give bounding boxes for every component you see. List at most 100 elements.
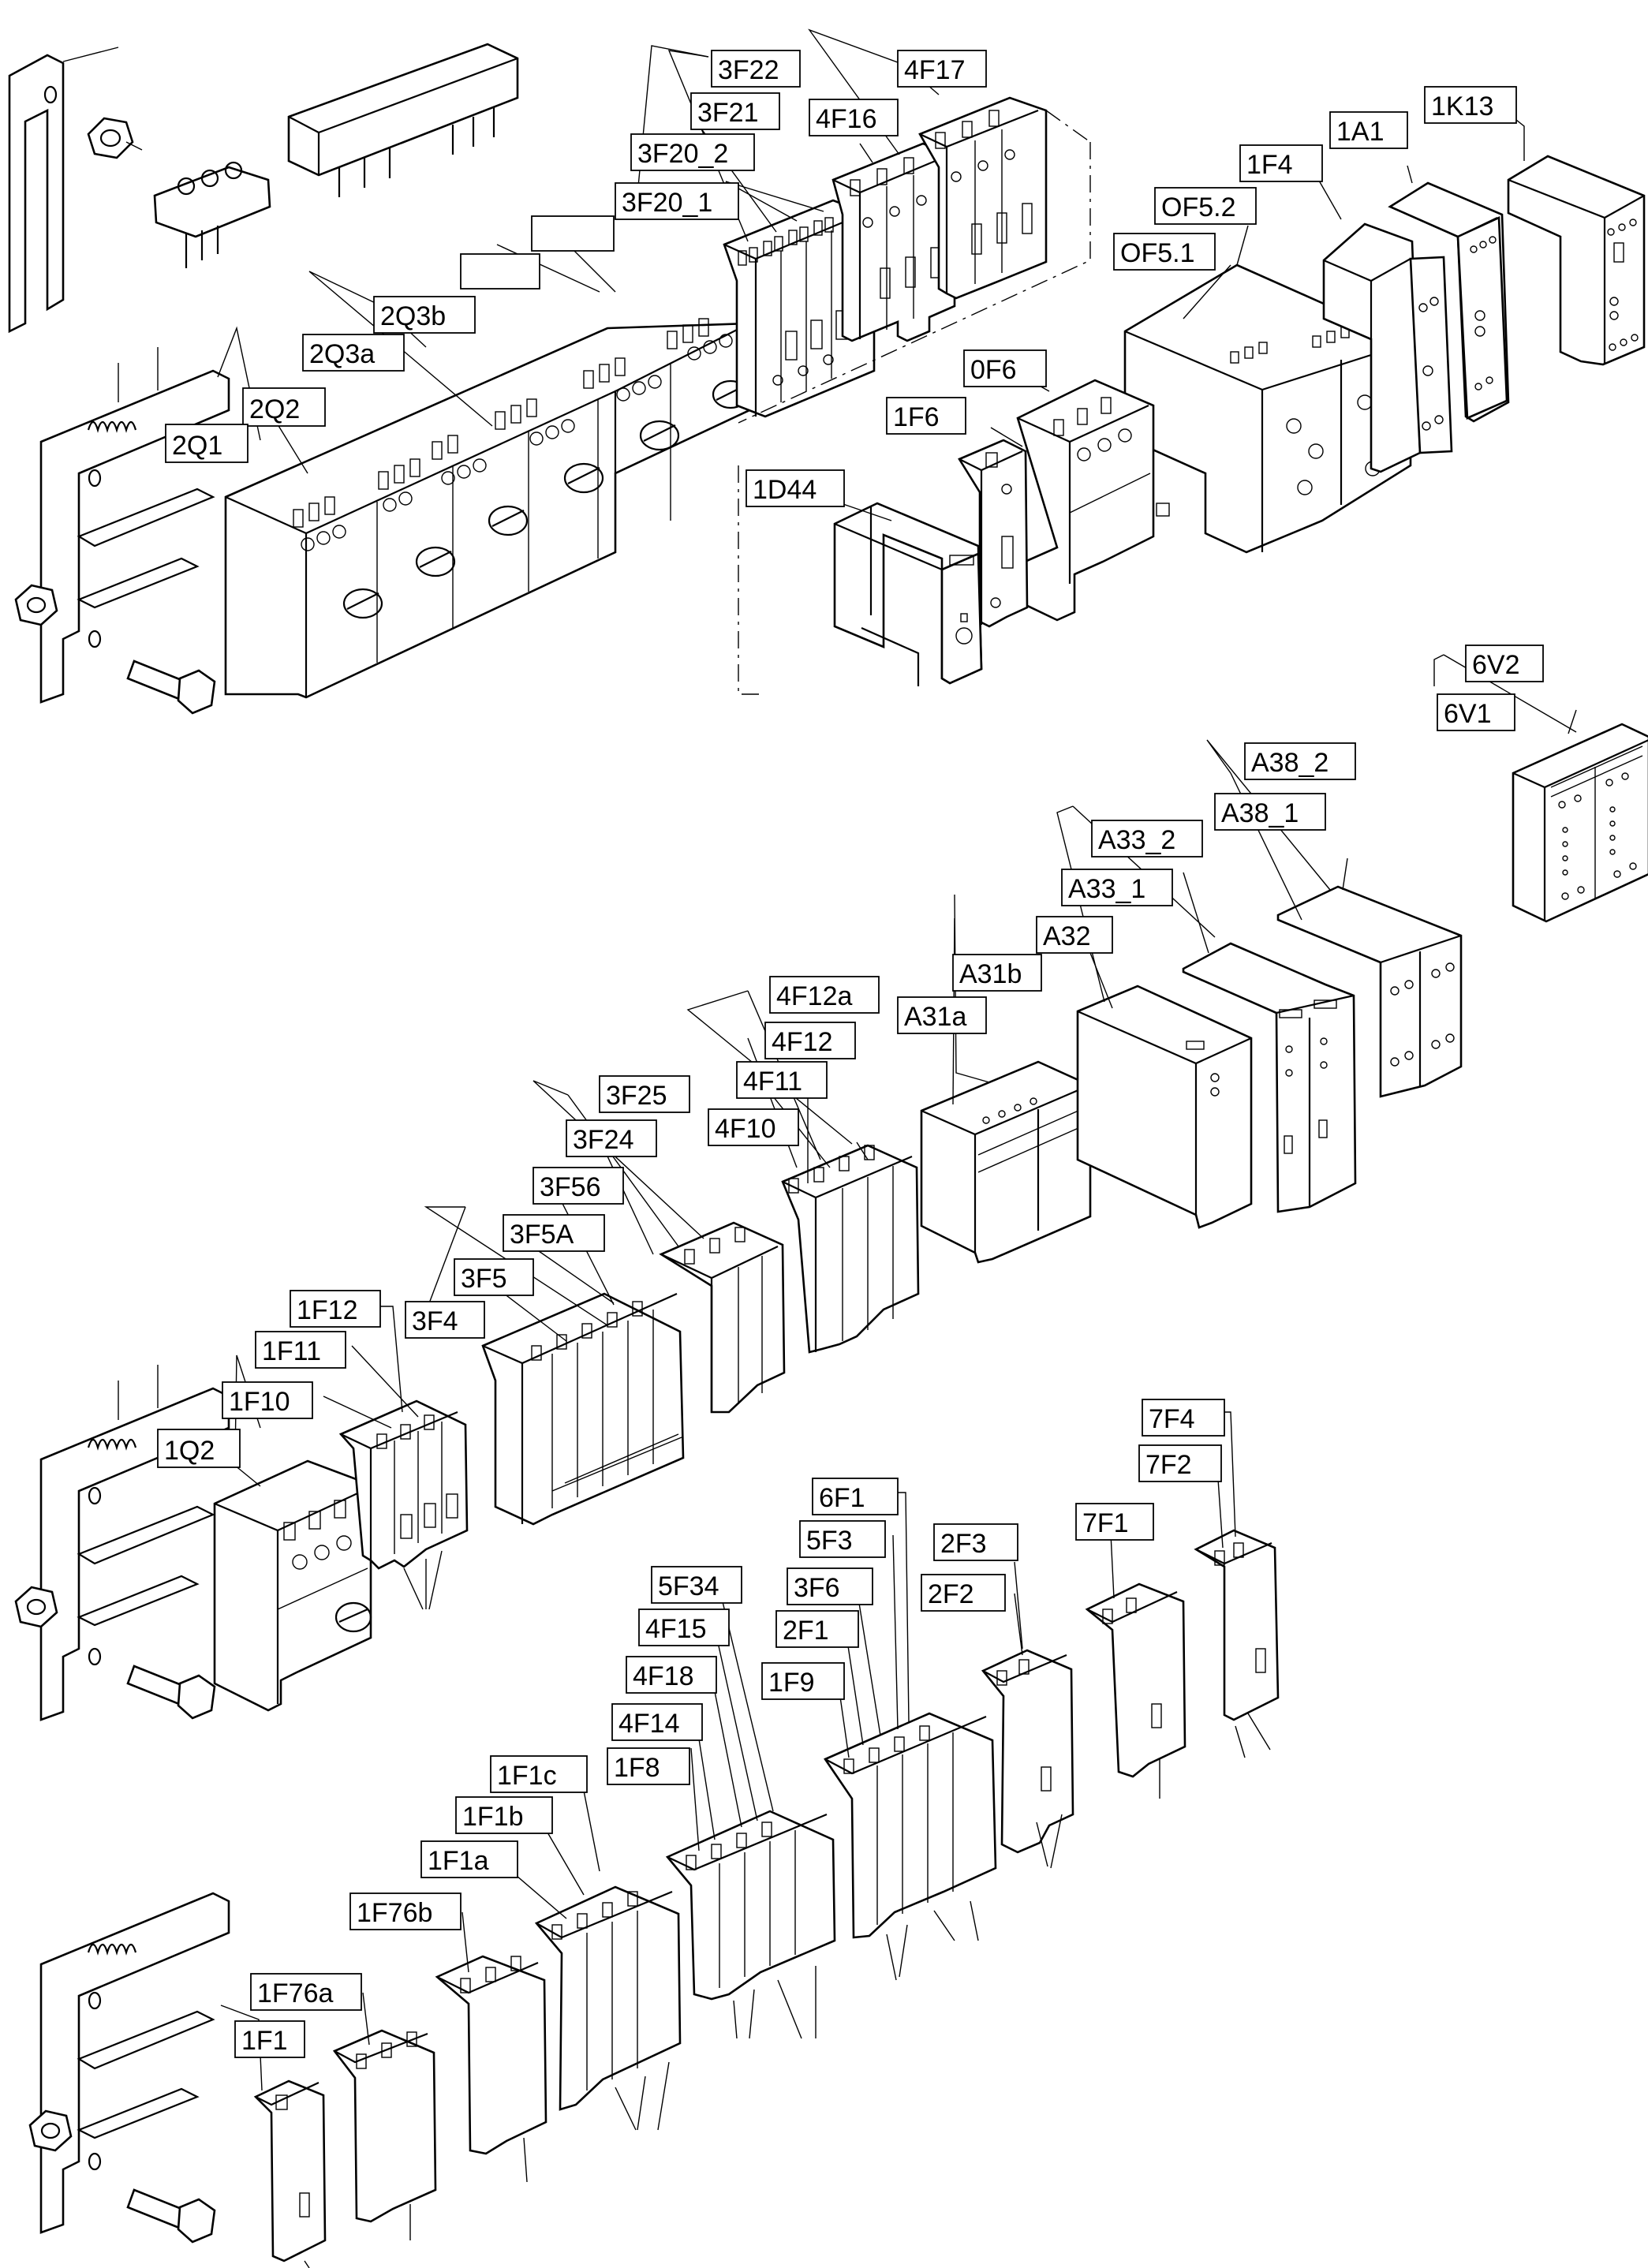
label-3F56-text: 3F56 (540, 1172, 601, 1202)
label-2Q1-text: 2Q1 (172, 431, 222, 461)
label-1D44-text: 1D44 (753, 475, 817, 505)
label-1F12-text: 1F12 (297, 1295, 358, 1325)
label-2F1-text: 2F1 (783, 1616, 829, 1646)
label-4F12a: 4F12a (769, 976, 880, 1014)
label-4F10-text: 4F10 (715, 1114, 776, 1144)
label-3F4: 3F4 (405, 1301, 485, 1339)
label-3F5A-text: 3F5A (510, 1220, 574, 1250)
mcb-1f76a (332, 2029, 437, 2223)
mcb-group-1f10-1f12 (338, 1399, 469, 1570)
label-2F3: 2F3 (933, 1523, 1018, 1561)
label-3F25-text: 3F25 (606, 1081, 667, 1111)
label-A38_1: A38_1 (1214, 793, 1326, 831)
mcb-group-3f20-3f22 (723, 199, 876, 418)
label-1A1-text: 1A1 (1336, 117, 1385, 147)
label-A32-text: A32 (1043, 921, 1091, 951)
din-rail-row3 (39, 1892, 230, 2234)
label-3F4-text: 3F4 (412, 1306, 458, 1336)
label-2Q2-text: 2Q2 (249, 394, 300, 424)
label-6V1-text: 6V1 (1444, 699, 1492, 729)
breaker-1q2 (213, 1459, 372, 1712)
label-A31b-text: A31b (959, 959, 1022, 989)
label-1K13: 1K13 (1424, 86, 1517, 124)
label-0F6: 0F6 (963, 349, 1047, 387)
label-1F8: 1F8 (607, 1747, 690, 1785)
label-1F6: 1F6 (886, 397, 966, 435)
label-7F4-text: 7F4 (1149, 1404, 1195, 1434)
label-1F10: 1F10 (222, 1381, 313, 1419)
mcb-group-7f2-7f4 (1194, 1529, 1280, 1721)
module-1f6 (958, 439, 1029, 628)
label-1F9-text: 1F9 (768, 1668, 815, 1698)
bolt-row3 (126, 2188, 216, 2244)
label-1Q2: 1Q2 (157, 1429, 241, 1468)
label-1F12: 1F12 (290, 1290, 381, 1328)
label-6F1-text: 6F1 (819, 1483, 865, 1513)
label-0F6-text: 0F6 (970, 355, 1017, 385)
label-7F4: 7F4 (1142, 1399, 1225, 1437)
module-a38 (1276, 885, 1463, 1098)
label-4F15: 4F15 (638, 1609, 730, 1646)
bolt-row2 (126, 1665, 216, 1720)
label-7F1: 7F1 (1075, 1503, 1154, 1541)
label-1A1: 1A1 (1329, 111, 1408, 149)
label-1F1a: 1F1a (420, 1840, 518, 1878)
label-4F18-text: 4F18 (633, 1661, 694, 1691)
label-4F10: 4F10 (708, 1108, 799, 1146)
label-5F3: 5F3 (799, 1520, 886, 1558)
nut-row1 (14, 584, 58, 626)
label-1F76b: 1F76b (349, 1892, 462, 1930)
label-1F4: 1F4 (1239, 144, 1323, 182)
label-A33_2: A33_2 (1091, 820, 1203, 858)
din-rail-row2 (39, 1365, 230, 1721)
label-2F3-text: 2F3 (940, 1529, 987, 1559)
blank-label-1 (531, 215, 615, 252)
label-3F21: 3F21 (690, 92, 780, 130)
label-3F56: 3F56 (533, 1167, 624, 1205)
module-0f6 (1016, 379, 1170, 622)
label-2Q1: 2Q1 (165, 424, 249, 463)
label-1F11-text: 1F11 (262, 1336, 321, 1366)
label-2Q3b: 2Q3b (373, 296, 476, 334)
mcb-group-3f24-3f56 (659, 1221, 786, 1414)
mcb-group-1f9-6f1 (824, 1712, 997, 1939)
label-4F17-text: 4F17 (904, 55, 966, 85)
label-1F1a-text: 1F1a (428, 1846, 489, 1876)
label-3F20_2-text: 3F20_2 (637, 139, 728, 169)
label-3F5A: 3F5A (503, 1214, 605, 1252)
label-A31a: A31a (897, 996, 987, 1034)
label-OF5_2: OF5.2 (1154, 187, 1257, 225)
label-7F2: 7F2 (1138, 1444, 1222, 1482)
label-1D44: 1D44 (746, 469, 845, 507)
mcb-group-1f1a-1f1c (534, 1885, 682, 2111)
terminal-block-top (153, 161, 271, 268)
label-A33_1-text: A33_1 (1068, 874, 1145, 904)
label-1F1: 1F1 (234, 2020, 305, 2058)
label-5F34-text: 5F34 (658, 1571, 719, 1601)
label-3F6: 3F6 (787, 1567, 873, 1605)
breaker-assembly-2q (224, 318, 751, 699)
label-4F15-text: 4F15 (645, 1614, 707, 1644)
label-1K13-text: 1K13 (1431, 92, 1493, 121)
mcb-1f1 (253, 2079, 327, 2262)
label-5F34: 5F34 (651, 1566, 742, 1604)
label-4F16: 4F16 (809, 99, 899, 136)
label-1F8-text: 1F8 (614, 1753, 660, 1783)
label-OF5_1-text: OF5.1 (1120, 238, 1194, 268)
module-6v (1512, 723, 1648, 923)
label-A31b: A31b (952, 954, 1042, 992)
label-A38_2-text: A38_2 (1251, 748, 1328, 778)
label-3F5-text: 3F5 (461, 1264, 507, 1294)
label-4F11-text: 4F11 (743, 1067, 802, 1097)
label-1F76a-text: 1F76a (257, 1978, 333, 2008)
label-1F76b-text: 1F76b (357, 1898, 432, 1928)
mcb-group-2f2-2f3 (981, 1649, 1074, 1854)
label-A33_2-text: A33_2 (1098, 825, 1175, 855)
dashed-outline (738, 110, 1091, 695)
label-4F17: 4F17 (897, 50, 987, 88)
label-4F12a-text: 4F12a (776, 981, 852, 1011)
label-A31a-text: A31a (904, 1002, 966, 1032)
label-6V1: 6V1 (1437, 693, 1515, 731)
module-1d44 (833, 502, 983, 686)
